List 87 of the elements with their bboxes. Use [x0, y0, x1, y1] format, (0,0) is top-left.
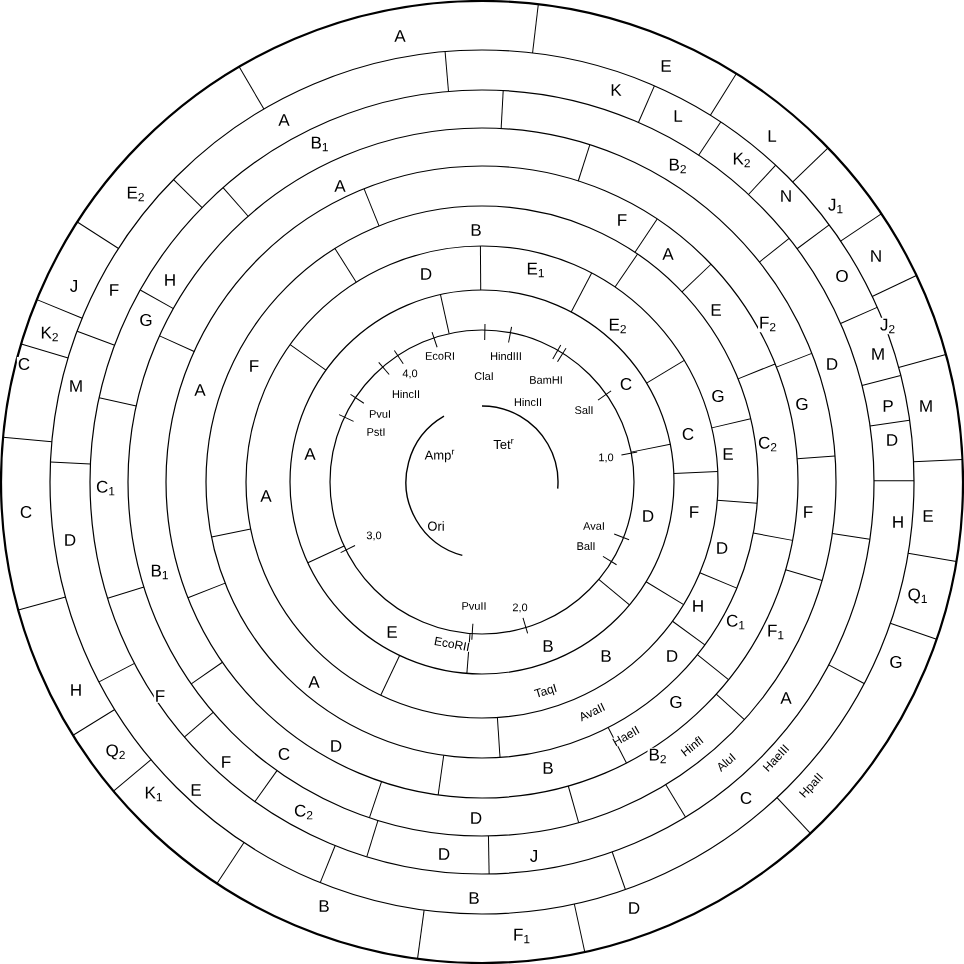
fragment-label: A: [661, 247, 675, 261]
fragment-label: J$_{2}$: [878, 317, 898, 335]
fragment-label: A: [193, 383, 207, 397]
fragment-label: F$_{1}$: [512, 927, 532, 945]
fragment-label: C: [618, 377, 634, 391]
fragment-label: N: [778, 189, 794, 203]
fragment-label: L: [672, 109, 684, 123]
fragment-label: D: [62, 533, 78, 547]
fragment-label: E: [659, 59, 673, 73]
fragment-label: C: [16, 356, 32, 371]
fragment-label: D: [328, 739, 344, 753]
fragment-label: H: [890, 515, 906, 529]
fragment-label: D: [418, 267, 434, 281]
fragment-label: H: [68, 683, 84, 697]
fragment-label: B$_{2}$: [667, 157, 689, 175]
fragment-label: E: [385, 625, 399, 639]
fragment-label: C: [18, 505, 34, 519]
fragment-label: G: [710, 389, 726, 403]
fragment-label: J: [68, 279, 80, 293]
fragment-label: F: [615, 213, 629, 227]
fragment-label: F: [247, 359, 261, 373]
fragment-label: M: [917, 399, 935, 413]
fragment-label: C$_{2}$: [293, 803, 315, 821]
fragment-label: B: [541, 639, 555, 653]
fragment-label: D: [626, 901, 642, 915]
fragment-label: B$_{1}$: [149, 563, 171, 581]
fragment-label: A: [307, 675, 321, 689]
fragment-label: E$_{2}$: [607, 317, 629, 335]
fragment-label: M: [67, 379, 85, 393]
fragment-label: E$_{1}$: [525, 261, 547, 279]
fragment-label: H: [690, 599, 706, 613]
fragment-label: C: [276, 747, 292, 761]
fragment-label: F: [801, 505, 815, 519]
fragment-label: Q$_{1}$: [906, 587, 930, 605]
fragment-label: N: [868, 249, 884, 263]
fragment-label: P: [881, 399, 895, 413]
fragment-label: K$_{2}$: [39, 325, 61, 343]
fragment-label: J$_{1}$: [826, 197, 846, 215]
fragment-label: D: [640, 509, 656, 523]
fragment-label: A: [393, 29, 407, 43]
fragment-label: B: [541, 761, 555, 775]
fragment-label: G: [794, 396, 810, 411]
fragment-label: B: [317, 899, 331, 913]
fragment-label: D: [436, 847, 452, 861]
fragment-label: Q$_{2}$: [104, 743, 128, 761]
fragment-label: D: [664, 649, 680, 663]
fragment-label: F: [687, 505, 701, 519]
fragment-label: L: [766, 129, 778, 143]
fragment-label: F: [219, 755, 233, 769]
fragment-label: E: [721, 447, 735, 461]
fragment-label: E: [709, 303, 723, 317]
fragment-label: A: [779, 691, 793, 705]
fragment-label: A: [259, 489, 273, 503]
fragment-label: B: [467, 891, 481, 905]
fragment-label: B: [469, 223, 483, 237]
fragment-label: A: [277, 113, 291, 127]
fragment-label: E: [189, 783, 203, 797]
fragment-label: A: [303, 447, 317, 461]
fragment-label: D: [468, 811, 484, 825]
fragment-label: D: [884, 433, 900, 447]
fragment-label: H: [162, 273, 178, 287]
fragment-label: F$_{1}$: [766, 623, 786, 641]
fragment-label: K$_{2}$: [731, 151, 753, 169]
fragment-label: J: [528, 849, 540, 863]
fragment-label: C$_{1}$: [725, 613, 747, 631]
fragment-label: C: [738, 791, 754, 805]
fragment-label: B: [599, 649, 613, 663]
fragment-label: C$_{1}$: [95, 479, 117, 497]
fragment-label: G: [888, 655, 904, 669]
fragment-label: F$_{2}$: [758, 315, 778, 333]
fragment-label: B$_{2}$: [647, 747, 669, 765]
fragment-label: C$_{2}$: [757, 435, 779, 453]
fragment-label: C: [680, 427, 696, 441]
fragment-label: E: [921, 509, 935, 523]
fragment-label: G: [668, 695, 684, 709]
fragment-label: G: [138, 312, 154, 327]
fragment-label: K: [609, 83, 623, 97]
fragment-label: F: [107, 283, 121, 297]
fragment-label: B$_{1}$: [309, 135, 331, 153]
fragment-label: D: [714, 541, 730, 555]
fragment-label: A: [333, 179, 347, 193]
fragment-label: D: [824, 357, 840, 371]
fragment-label: K$_{1}$: [143, 785, 165, 803]
fragment-label: M: [869, 347, 887, 361]
fragment-label: F: [153, 689, 167, 703]
fragment-label: E$_{2}$: [125, 185, 147, 203]
fragment-label: O: [834, 268, 850, 283]
